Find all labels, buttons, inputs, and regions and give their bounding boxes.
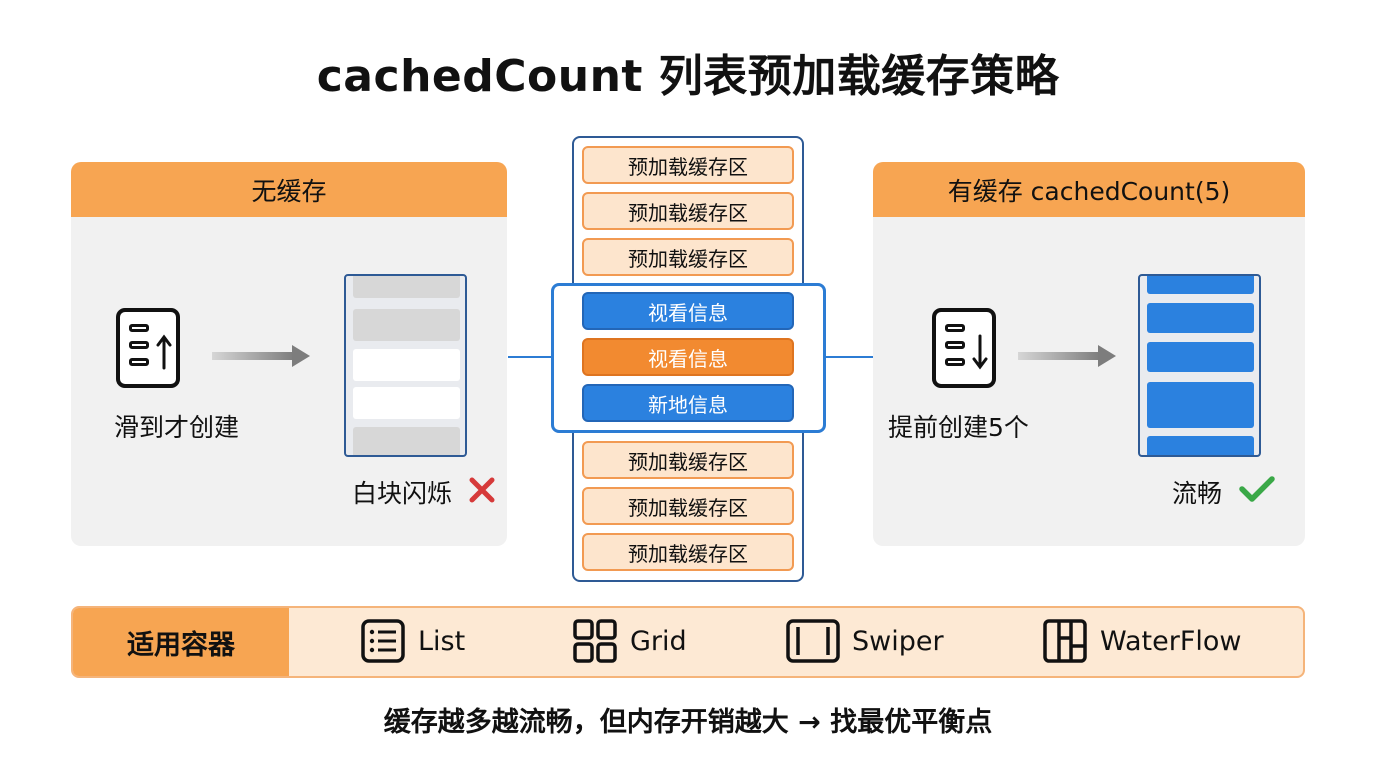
container-waterflow-label: WaterFlow (1100, 625, 1242, 657)
no-cache-result: 白块闪烁 (352, 479, 453, 508)
right-flow-arrow-icon (1018, 345, 1116, 367)
cache-item: 预加载缓存区 (582, 533, 794, 571)
grid-icon (573, 619, 617, 663)
flicker-list-preview (344, 274, 467, 457)
swiper-icon (786, 619, 840, 663)
cache-item: 预加载缓存区 (582, 146, 794, 184)
visible-item: 视看信息 (582, 292, 794, 330)
cache-caption: 提前创建5个 (888, 413, 1029, 442)
containers-label: 适用容器 (73, 608, 289, 676)
cache-result: 流畅 (1172, 479, 1223, 508)
visible-item-highlighted: 视看信息 (582, 338, 794, 376)
cache-header: 有缓存 cachedCount(5) (873, 162, 1305, 217)
container-grid-label: Grid (630, 625, 687, 657)
cache-item: 预加载缓存区 (582, 441, 794, 479)
right-connector (825, 356, 873, 358)
page-title: cachedCount 列表预加载缓存策略 (316, 51, 1060, 102)
cache-item: 预加载缓存区 (582, 487, 794, 525)
waterflow-icon (1043, 619, 1087, 663)
container-swiper-label: Swiper (852, 625, 944, 657)
list-icon (361, 619, 405, 663)
containers-bar: 适用容器 (71, 606, 1305, 678)
cross-icon (469, 477, 495, 503)
container-list: List (360, 618, 465, 664)
footer-note: 缓存越多越流畅，但内存开销越大 → 找最优平衡点 (383, 707, 993, 738)
list-scroll-up-icon (116, 308, 180, 388)
cache-item: 预加载缓存区 (582, 238, 794, 276)
container-grid: Grid (572, 618, 687, 664)
left-connector (508, 356, 552, 358)
no-cache-header: 无缓存 (71, 162, 507, 217)
no-cache-caption: 滑到才创建 (114, 413, 240, 442)
container-swiper: Swiper (786, 618, 944, 664)
smooth-list-preview (1138, 274, 1261, 457)
check-icon (1239, 476, 1275, 502)
container-waterflow: WaterFlow (1042, 618, 1241, 664)
container-list-label: List (418, 625, 466, 657)
left-flow-arrow-icon (212, 345, 310, 367)
cache-item: 预加载缓存区 (582, 192, 794, 230)
visible-item: 新地信息 (582, 384, 794, 422)
list-scroll-down-icon (932, 308, 996, 388)
